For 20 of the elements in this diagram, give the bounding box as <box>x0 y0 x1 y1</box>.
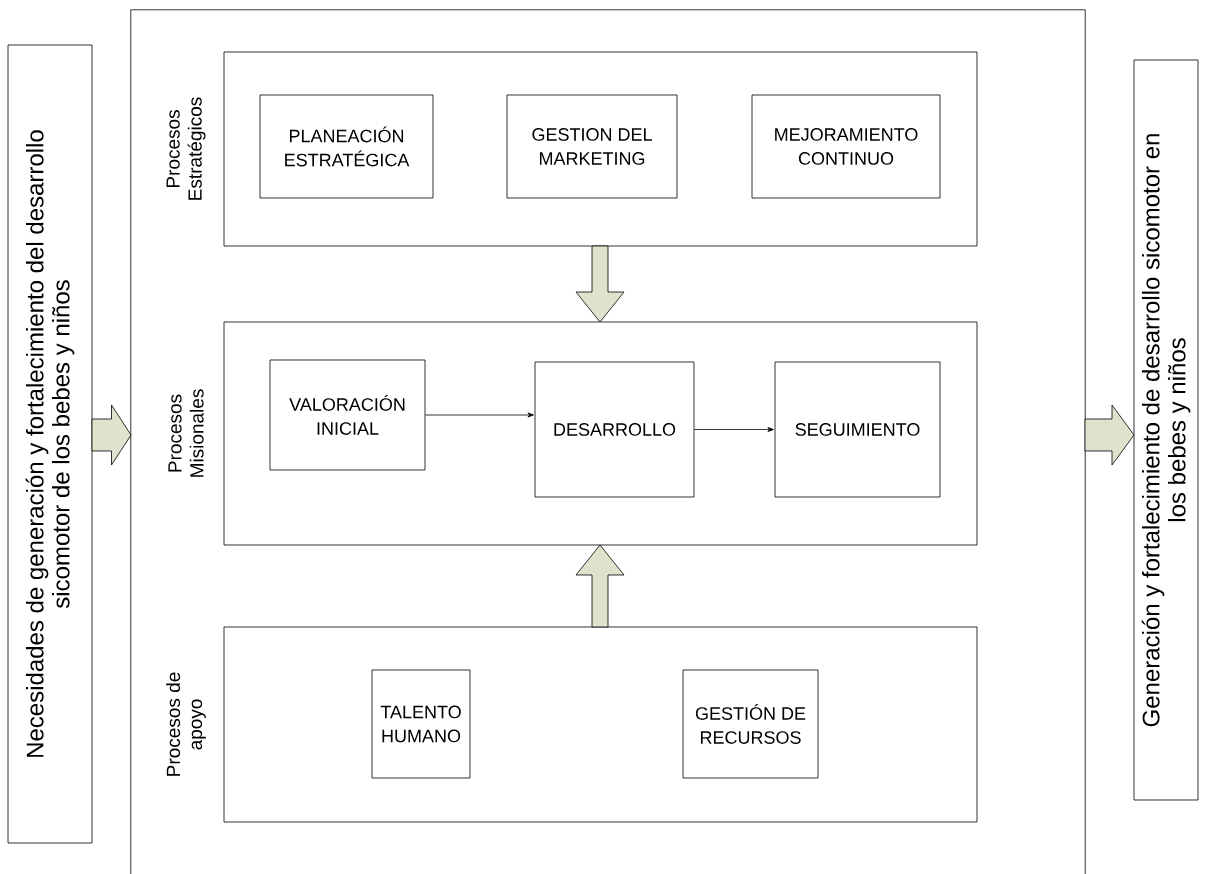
input-output-box: Generación y fortalecimiento de desarrollo sicomotor en los bebes y niños <box>1133 59 1199 801</box>
process-box: GESTION DEL MARKETING <box>506 94 678 199</box>
arrow <box>425 412 534 418</box>
block-arrow <box>1084 404 1135 466</box>
arrow <box>694 427 774 432</box>
process-box: MEJORAMIENTO CONTINUO <box>751 94 941 199</box>
node-label: Procesos Estratégicos <box>166 97 206 200</box>
process-box: PLANEACIÓN ESTRATÉGICA <box>259 94 434 199</box>
block-arrow <box>575 245 625 323</box>
block-arrow <box>91 404 132 466</box>
block-arrow <box>575 544 625 628</box>
process-box: SEGUIMIENTO <box>774 361 941 498</box>
node-label: Procesos de apoyo <box>166 672 206 776</box>
process-box: GESTIÓN DE RECURSOS <box>682 669 819 779</box>
process-box: VALORACIÓN INICIAL <box>269 359 426 471</box>
input-output-box: Necesidades de generación y fortalecimiento del desarrollo sicomotor de los bebes y niños <box>7 44 93 844</box>
node-label: Procesos Misionales <box>168 389 204 477</box>
frame-box <box>130 9 1086 874</box>
process-box: DESARROLLO <box>534 361 695 498</box>
process-box: TALENTO HUMANO <box>371 669 471 779</box>
